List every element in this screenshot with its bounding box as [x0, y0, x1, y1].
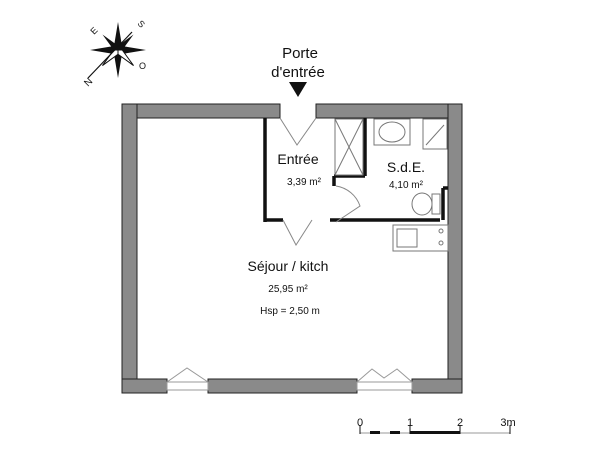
room-name-entree: Entrée — [277, 151, 318, 167]
compass-o-label: O — [139, 61, 146, 71]
compass-rose-icon — [87, 22, 146, 79]
scale-bar — [359, 425, 511, 434]
room-name-sejour: Séjour / kitch — [248, 258, 329, 274]
compass-n-label: N — [82, 76, 95, 89]
scale-tick-3: 3m — [500, 417, 515, 429]
exterior-walls — [121, 103, 463, 394]
compass-s-label: S — [136, 18, 147, 29]
scale-tick-2: 2 — [457, 417, 463, 429]
room-area-entree: 3,39 m² — [287, 177, 322, 188]
room-area-sejour: 25,95 m² — [268, 284, 308, 295]
entrance-arrow-icon — [289, 82, 307, 97]
interior-walls — [263, 118, 448, 222]
windows — [166, 367, 413, 391]
room-height-sejour: Hsp = 2,50 m — [260, 306, 320, 317]
shower-tray-icon — [422, 118, 448, 150]
entrance-label-line2: d'entrée — [271, 64, 325, 81]
scale-tick-0: 0 — [357, 417, 363, 429]
shower-cross — [334, 118, 364, 176]
room-area-sde: 4,10 m² — [389, 180, 424, 191]
doors — [279, 117, 361, 246]
fixtures — [334, 118, 449, 252]
scale-tick-1: 1 — [407, 417, 413, 429]
room-name-sde: S.d.E. — [387, 159, 425, 175]
compass-e-label: E — [88, 25, 99, 36]
entrance-label-line1: Porte — [282, 45, 318, 62]
toilet-icon — [411, 192, 433, 216]
